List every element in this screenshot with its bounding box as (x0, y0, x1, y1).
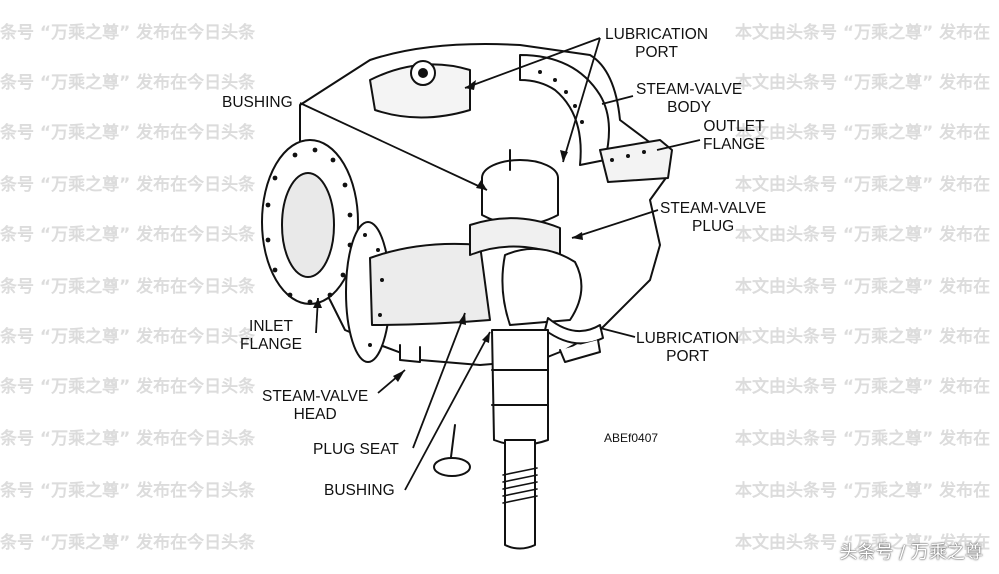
top-cap (369, 63, 471, 119)
valve-stem (504, 439, 536, 550)
label-steam-valve-head: STEAM-VALVE HEAD (262, 388, 369, 423)
label-bushing-bottom: BUSHING (324, 482, 395, 499)
watermark-text-right: 本文由头条号 “万乘之尊” 发布在 (735, 224, 990, 245)
body-foot (399, 344, 421, 363)
outlet-passage (501, 247, 583, 326)
watermark-text-right: 本文由头条号 “万乘之尊” 发布在 (735, 480, 990, 501)
watermark-text-left: 条号 “万乘之尊” 发布在今日头条 (0, 122, 256, 143)
watermark-text-right: 本文由头条号 “万乘之尊” 发布在 (735, 276, 990, 297)
valve-head-disc (433, 457, 471, 477)
watermark-text-left: 条号 “万乘之尊” 发布在今日头条 (0, 174, 256, 195)
watermark-layer: 条号 “万乘之尊” 发布在今日头条本文由头条号 “万乘之尊” 发布在条号 “万乘… (0, 22, 990, 553)
inlet-bore (281, 172, 335, 278)
leader-lines (299, 37, 701, 491)
flange-bolt-holes (265, 70, 646, 347)
watermark-text-left: 条号 “万乘之尊” 发布在今日头条 (0, 22, 256, 43)
watermark-text-left: 条号 “万乘之尊” 发布在今日头条 (0, 276, 256, 297)
watermark-text-left: 条号 “万乘之尊” 发布在今日头条 (0, 532, 256, 553)
watermark-text-left: 条号 “万乘之尊” 发布在今日头条 (0, 224, 256, 245)
watermark-text-left: 条号 “万乘之尊” 发布在今日头条 (0, 428, 256, 449)
watermark-text-right: 本文由头条号 “万乘之尊” 发布在 (735, 326, 990, 347)
watermark-text-right: 本文由头条号 “万乘之尊” 发布在 (735, 174, 990, 195)
watermark-text-right: 本文由头条号 “万乘之尊” 发布在 (735, 428, 990, 449)
watermark-text-left: 条号 “万乘之尊” 发布在今日头条 (0, 480, 256, 501)
outlet-flange (599, 139, 673, 183)
label-steam-valve-plug: STEAM-VALVE PLUG (660, 200, 767, 235)
watermark-text-right: 本文由头条号 “万乘之尊” 发布在 (735, 122, 990, 143)
stem-threads (502, 467, 538, 504)
label-steam-valve-body: STEAM-VALVE BODY (636, 81, 743, 116)
stem-housing (491, 329, 549, 446)
leader-arrows (313, 80, 583, 382)
label-inlet-flange: INLET FLANGE (240, 318, 303, 353)
label-outlet-flange: OUTLET FLANGE (703, 118, 766, 153)
label-plug-seat: PLUG SEAT (313, 441, 399, 458)
label-bushing-top: BUSHING (222, 94, 293, 111)
label-lubrication-port-bottom: LUBRICATION PORT (636, 330, 740, 365)
steam-passage (369, 242, 491, 326)
watermark-text-left: 条号 “万乘之尊” 发布在今日头条 (0, 376, 256, 397)
figure-code: ABEf0407 (604, 431, 659, 445)
label-lubrication-port-top: LUBRICATION PORT (605, 26, 709, 61)
watermark-text-right: 本文由头条号 “万乘之尊” 发布在 (735, 22, 990, 43)
lubrication-port-pocket (544, 317, 604, 345)
watermark-text-right: 本文由头条号 “万乘之尊” 发布在 (735, 532, 990, 553)
watermark-text-right: 本文由头条号 “万乘之尊” 发布在 (735, 72, 990, 93)
watermark-text-left: 条号 “万乘之尊” 发布在今日头条 (0, 72, 256, 93)
credit-watermark: 头条号 / 万乘之尊 (839, 542, 983, 563)
watermark-text-right: 本文由头条号 “万乘之尊” 发布在 (735, 376, 990, 397)
watermark-text-left: 条号 “万乘之尊” 发布在今日头条 (0, 326, 256, 347)
